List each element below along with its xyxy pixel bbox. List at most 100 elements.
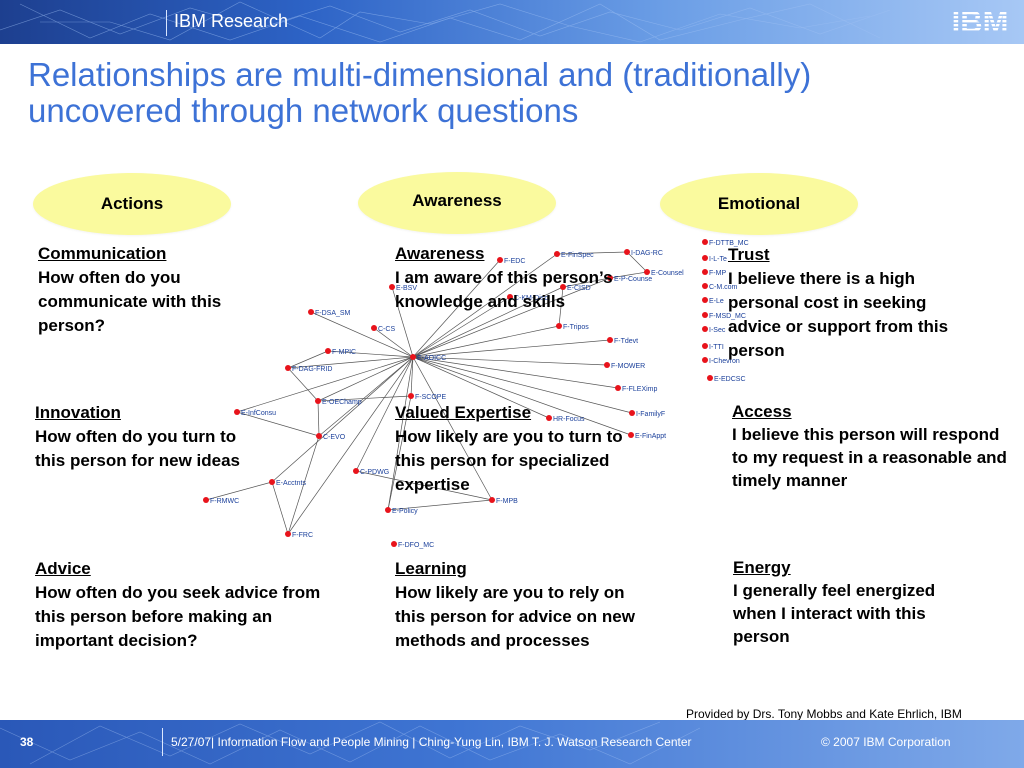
network-edge xyxy=(271,481,289,535)
network-node-label: F-MSD_MC xyxy=(709,313,746,320)
network-node-label: F-Tdevt xyxy=(614,338,638,345)
network-edge xyxy=(412,356,550,419)
network-node-label: F-Tripos xyxy=(563,324,589,331)
network-node-label: F-EDC xyxy=(504,258,525,265)
network-node-label: E-CISD xyxy=(567,285,591,292)
network-node xyxy=(624,249,630,255)
network-node-label: E-AOICC xyxy=(417,355,446,362)
network-edge xyxy=(355,470,493,501)
network-edge xyxy=(387,499,493,511)
network-node-label: F-SCOPE xyxy=(415,394,446,401)
oval-awareness: Awareness xyxy=(358,172,556,234)
header-separator xyxy=(166,10,167,36)
network-node xyxy=(410,354,416,360)
body-valued-expertise: How likely are you to turn to this perso… xyxy=(395,427,623,494)
network-node xyxy=(315,398,321,404)
body-advice: How often do you seek advice from this p… xyxy=(35,583,321,650)
network-node xyxy=(371,325,377,331)
network-node xyxy=(629,410,635,416)
network-node-label: E-BSV xyxy=(396,285,417,292)
network-node-label: E-OEChamp xyxy=(322,399,362,406)
network-edge xyxy=(318,356,414,437)
network-edge xyxy=(327,350,414,358)
block-learning: Learning How likely are you to rely on t… xyxy=(395,557,645,653)
network-node xyxy=(391,541,397,547)
body-energy: I generally feel energized when I intera… xyxy=(733,581,936,646)
footer-bar: 38 5/27/07| Information Flow and People … xyxy=(0,720,1024,768)
network-node-label: F-DAG-FRID xyxy=(292,366,332,373)
network-edge xyxy=(236,411,320,437)
network-edge xyxy=(387,395,412,511)
heading-energy: Energy xyxy=(733,558,791,577)
network-edge xyxy=(391,286,414,358)
network-edge xyxy=(412,339,611,358)
footer-text: 5/27/07| Information Flow and People Min… xyxy=(171,735,692,749)
network-edge xyxy=(317,395,412,402)
network-edge xyxy=(412,296,511,358)
network-edge xyxy=(355,356,414,472)
block-communication: Communication How often do you communica… xyxy=(38,242,278,338)
network-node xyxy=(308,309,314,315)
block-trust: Trust I believe there is a high personal… xyxy=(728,243,978,363)
network-edge xyxy=(236,356,414,413)
heading-learning: Learning xyxy=(395,559,467,578)
network-edge xyxy=(556,251,628,255)
network-edge xyxy=(412,356,633,414)
network-node xyxy=(702,312,708,318)
body-awareness: I am aware of this person’s knowledge an… xyxy=(395,268,613,311)
network-node xyxy=(408,393,414,399)
body-communication: How often do you communicate with this p… xyxy=(38,268,222,335)
network-edge xyxy=(412,277,611,358)
header-title: IBM Research xyxy=(174,11,289,31)
network-node xyxy=(702,357,708,363)
network-node-label: C-EVO xyxy=(323,434,346,441)
network-node-label: F-RMWC xyxy=(210,498,239,505)
header-network-decoration xyxy=(0,1,891,43)
network-node xyxy=(702,269,708,275)
network-edge xyxy=(412,356,632,436)
network-node xyxy=(353,468,359,474)
network-edge xyxy=(558,286,564,327)
heading-awareness: Awareness xyxy=(395,244,485,263)
network-node-label: E-Policy xyxy=(392,508,418,515)
network-node-label: E-Counsel xyxy=(651,270,684,277)
network-node xyxy=(707,375,713,381)
network-edge xyxy=(287,435,320,535)
network-node xyxy=(607,337,613,343)
network-edge xyxy=(412,325,560,358)
network-node xyxy=(546,415,552,421)
credit-text: Provided by Drs. Tony Mobbs and Kate Ehr… xyxy=(686,707,962,721)
network-node xyxy=(389,284,395,290)
network-node xyxy=(615,385,621,391)
network-node xyxy=(607,275,613,281)
network-node-label: F-MP xyxy=(709,270,726,277)
network-node xyxy=(316,433,322,439)
ibm-logo-text: IBM xyxy=(952,4,1009,38)
network-edge xyxy=(562,277,611,288)
network-edge xyxy=(205,481,273,501)
network-node xyxy=(556,323,562,329)
body-trust: I believe there is a high personal cost … xyxy=(728,269,949,360)
network-node-label: C-PDWG xyxy=(360,469,389,476)
network-edge xyxy=(412,356,619,389)
ibm-logo: IBM xyxy=(952,4,1009,38)
network-edge xyxy=(287,367,319,402)
network-node xyxy=(385,507,391,513)
slide-title-line-2: uncovered through network questions xyxy=(28,92,579,129)
heading-advice: Advice xyxy=(35,559,91,578)
network-node xyxy=(702,297,708,303)
block-innovation: Innovation How often do you turn to this… xyxy=(35,401,265,473)
network-node xyxy=(203,497,209,503)
network-edge xyxy=(410,356,414,397)
block-valued-expertise: Valued Expertise How likely are you to t… xyxy=(395,401,625,497)
network-edge xyxy=(387,356,414,511)
body-access: I believe this person will respond to my… xyxy=(732,425,1007,490)
slide-title-line-1: Relationships are multi-dimensional and … xyxy=(28,56,812,93)
network-edge xyxy=(317,356,414,402)
network-node-label: F-FLEXimp xyxy=(622,386,658,393)
network-node-label: F-MPB xyxy=(496,498,518,505)
network-edge xyxy=(412,286,564,358)
network-edge xyxy=(412,259,501,358)
network-node xyxy=(497,257,503,263)
network-edge xyxy=(412,356,493,501)
